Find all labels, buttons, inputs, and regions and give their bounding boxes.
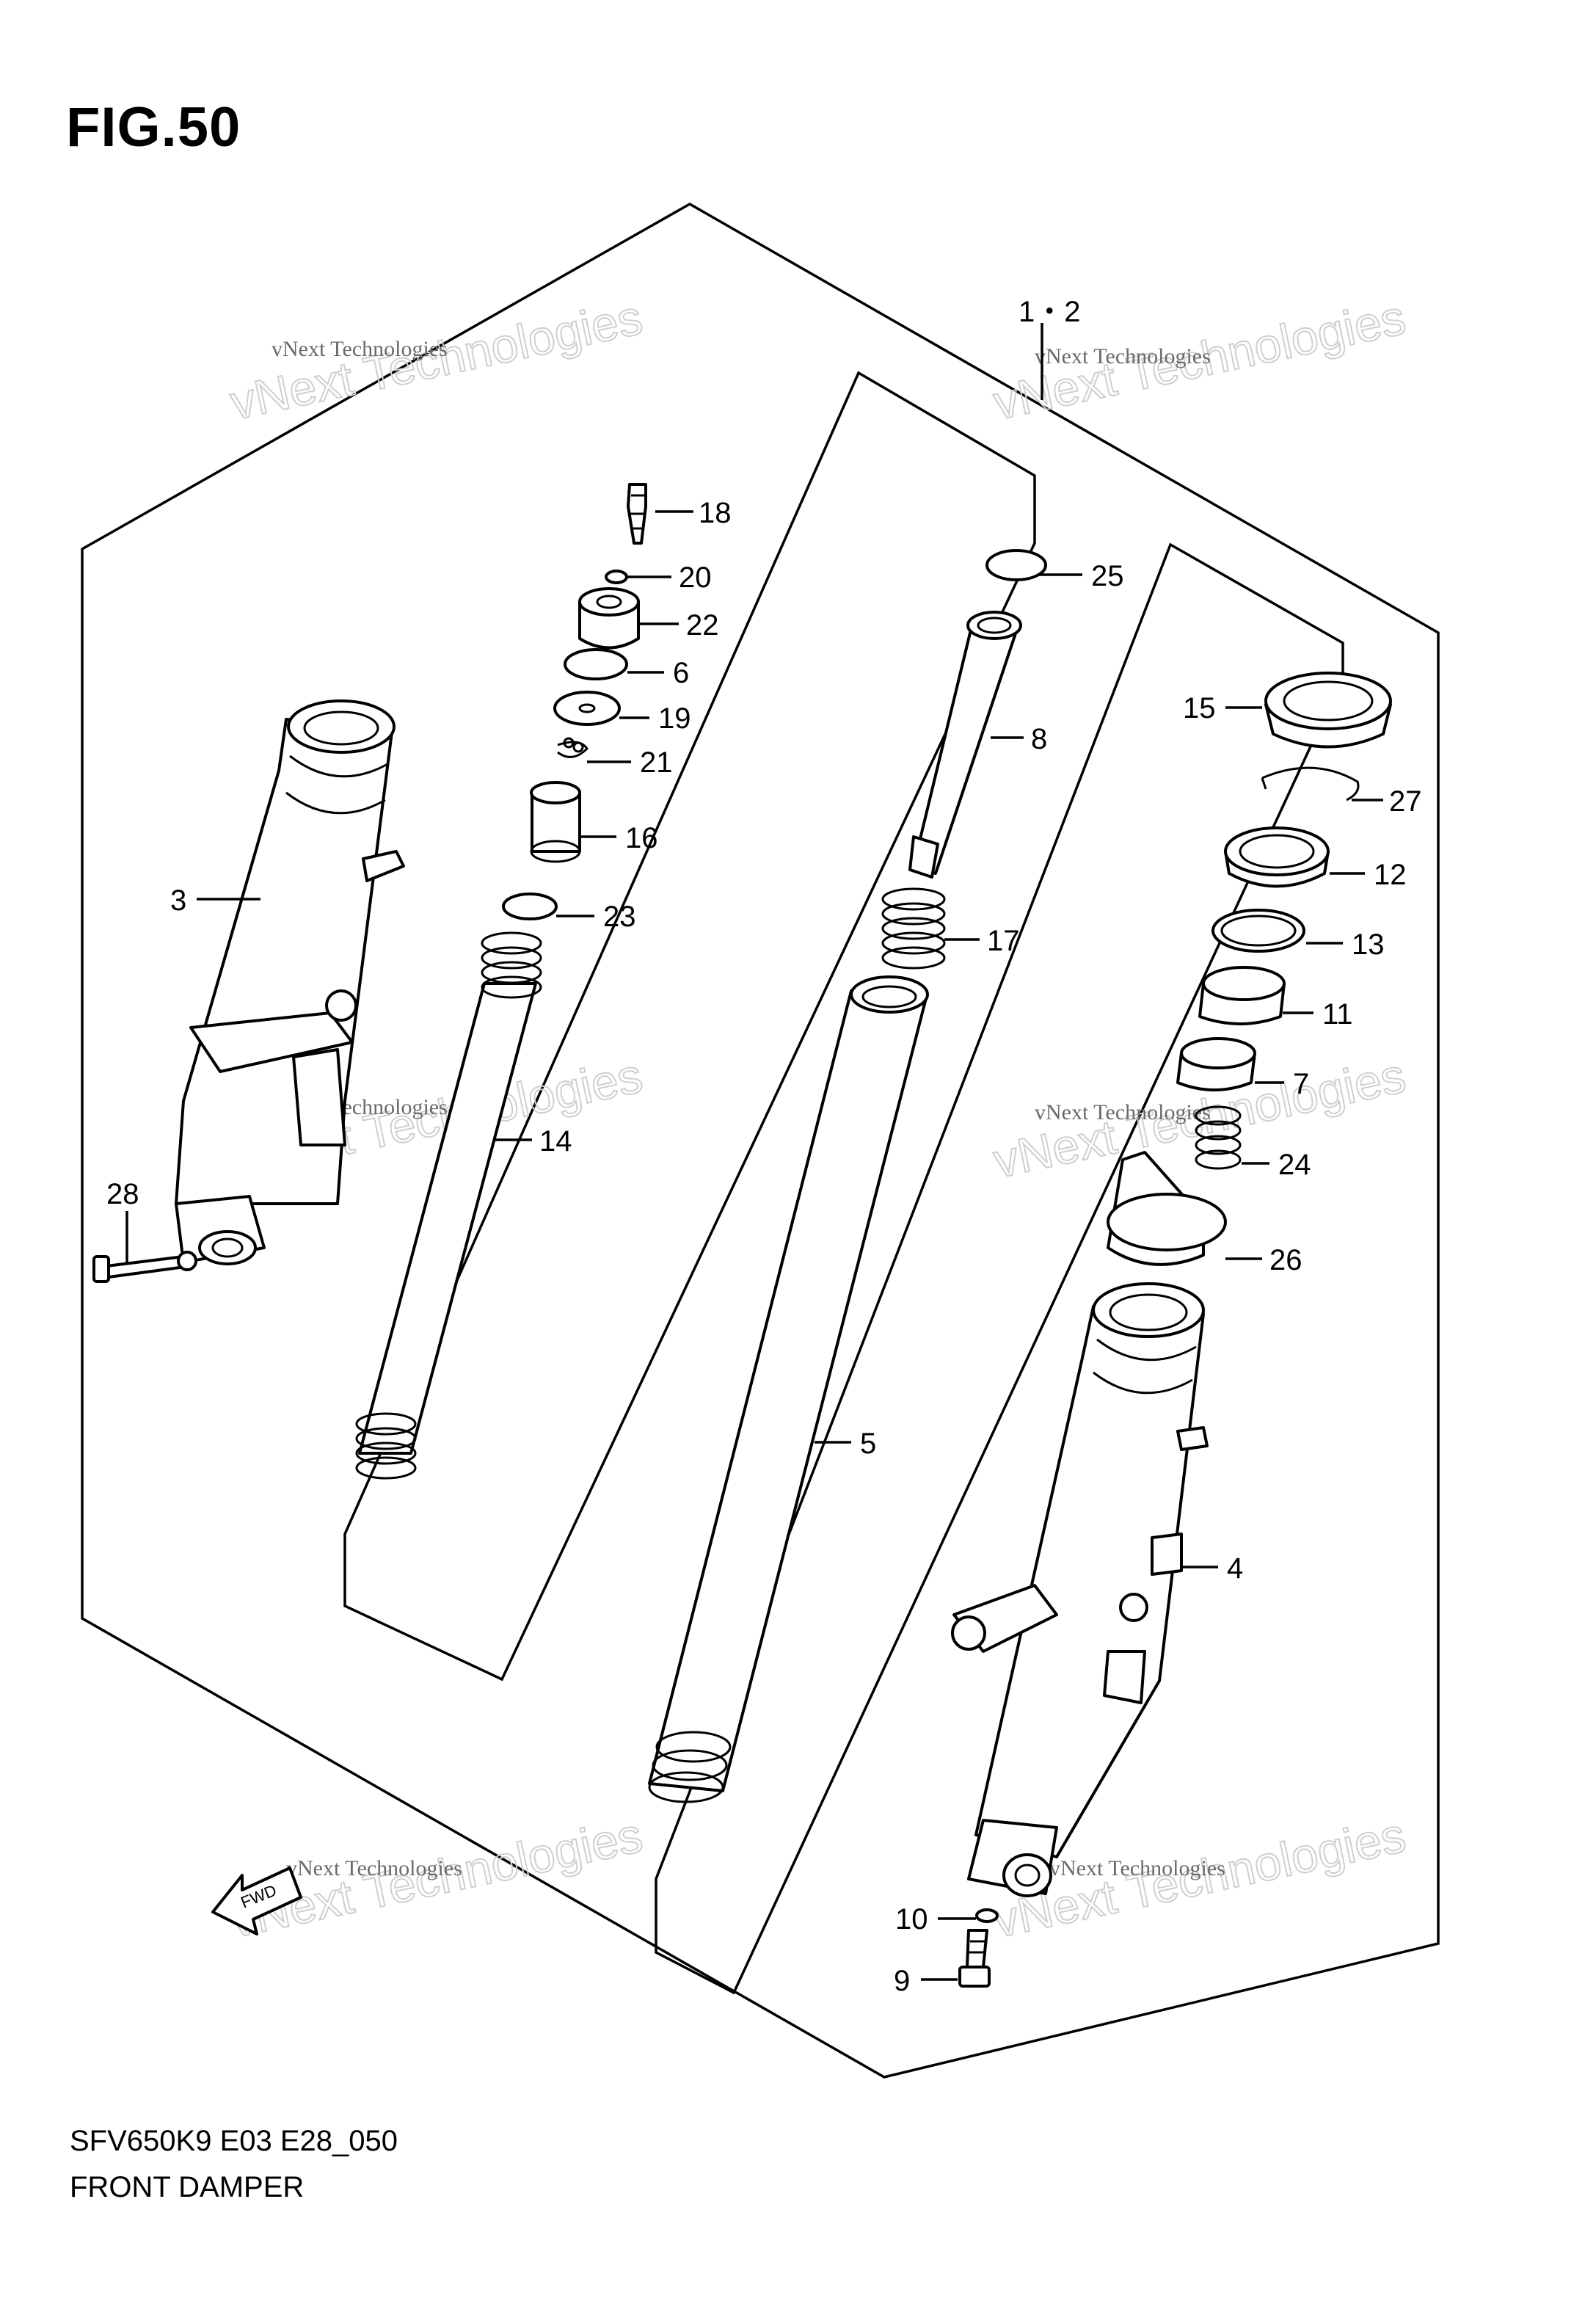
svg-text:vNext Technologies: vNext Technologies [1035,344,1211,368]
callout-1-2: 1・2 [1019,296,1081,328]
part-12-oil-seal [1224,826,1330,888]
part-24-spring [1195,1105,1242,1170]
part-26-guard [1107,1151,1227,1266]
watermark-top-left: vNext Technologies vNext Technologies [225,289,648,431]
part-19-washer [553,691,621,726]
callout-23: 23 [603,901,636,933]
callout-10: 10 [895,1903,928,1935]
callout-26: 26 [1269,1244,1302,1276]
callout-27: 27 [1389,785,1422,818]
callout-6: 6 [673,657,689,689]
callout-25: 25 [1091,560,1124,592]
part-22-cap-bolt [578,587,640,650]
part-11-bushing [1198,966,1286,1025]
svg-text:vNext Technologies: vNext Technologies [286,1856,462,1880]
callout-28: 28 [106,1178,139,1210]
part-4-outer-tube-right [951,1282,1209,1897]
part-18-adjuster-rod [627,483,647,545]
callout-14: 14 [539,1125,572,1157]
part-9-bolt [958,1929,991,1988]
callout-13: 13 [1352,928,1385,961]
part-14-cartridge-spring [355,931,542,1480]
leader-lines [125,323,1383,1981]
callout-9: 9 [894,1965,910,1997]
svg-text:vNext Technologies: vNext Technologies [1049,1856,1225,1880]
figure-title: FIG.50 [66,96,241,159]
part-28-bolt [92,1251,197,1283]
callout-21: 21 [640,746,673,779]
part-10-washer [975,1908,999,1923]
diagram-code: SFV650K9 E03 E28_050 [70,2125,398,2157]
part-7-bushing [1176,1037,1256,1091]
part-27-clip [1261,766,1360,801]
callout-18: 18 [699,497,732,529]
callout-22: 22 [686,609,719,641]
callout-labels: 1・2 3 4 5 6 7 8 9 10 11 12 13 14 15 16 1… [106,296,1422,1997]
part-21-circlip [557,737,589,758]
callout-15: 15 [1183,692,1216,724]
callout-11: 11 [1322,998,1353,1030]
part-16-spacer [530,781,581,863]
part-5-inner-tube [648,975,929,1803]
callout-17: 17 [987,925,1020,957]
callout-19: 19 [658,702,691,735]
svg-text:vNext Technologies: vNext Technologies [272,337,448,361]
svg-text:vNext Technologies: vNext Technologies [1035,1100,1211,1124]
part-15-dust-seal [1264,672,1392,749]
callout-8: 8 [1031,723,1047,755]
callout-5: 5 [860,1428,876,1460]
callout-3: 3 [170,884,186,917]
part-23-ring [502,893,558,920]
part-20-o-ring [605,570,628,584]
outer-frame [81,202,1440,2079]
part-17-spring [881,887,946,970]
part-13-washer [1211,909,1305,953]
part-3-outer-tube-left [175,699,405,1265]
callout-16: 16 [625,822,658,854]
part-8-damper-rod [908,611,1022,879]
inner-panel-left [343,371,1036,1682]
part-25-ring [985,549,1047,581]
inner-panel-right [655,542,1344,1995]
callout-4: 4 [1227,1552,1243,1585]
callout-20: 20 [679,561,712,594]
diagram-title: FRONT DAMPER [70,2171,305,2203]
callout-7: 7 [1293,1068,1309,1100]
part-6-o-ring [564,648,628,680]
callout-12: 12 [1374,859,1407,891]
fwd-arrow-icon: FWD [211,1866,302,1935]
callout-24: 24 [1278,1149,1311,1181]
